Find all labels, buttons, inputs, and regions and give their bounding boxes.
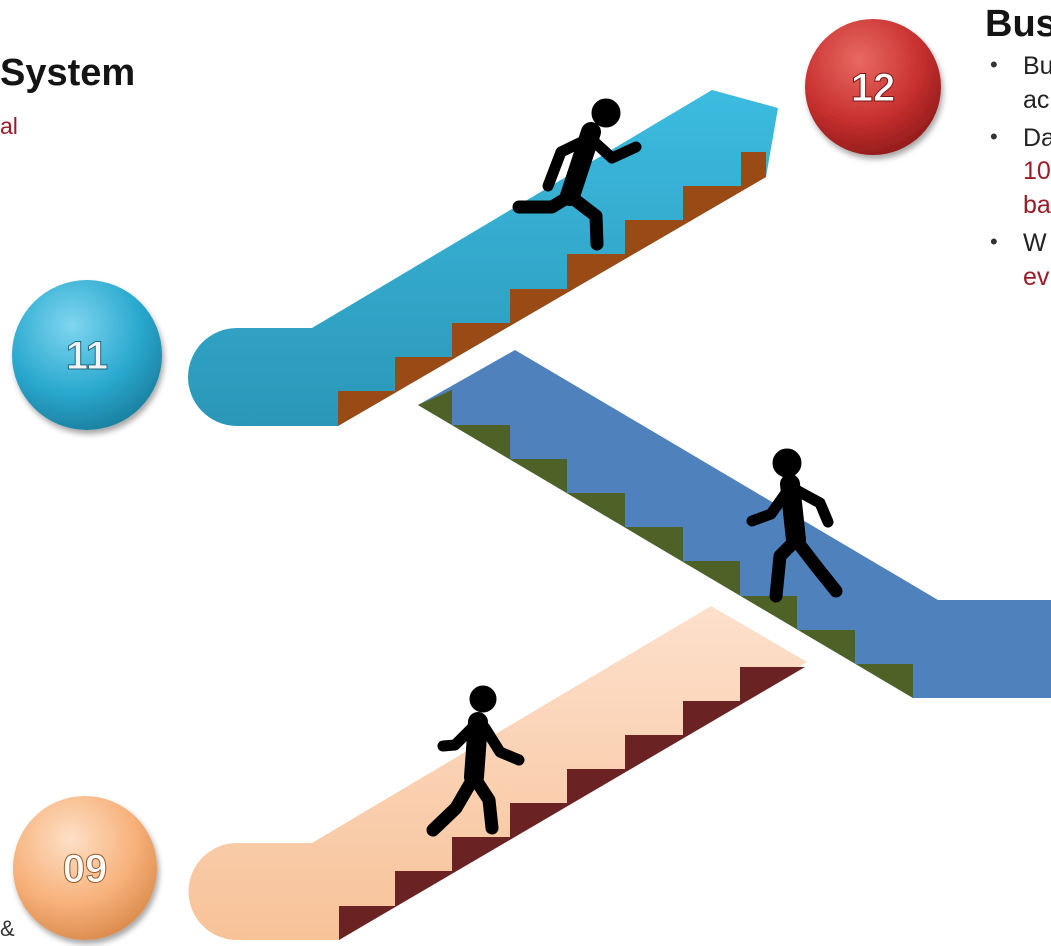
walker-figure-lower-icon xyxy=(426,685,525,837)
escalator-middle-steps xyxy=(418,390,913,698)
bullet-highlight-line: ba xyxy=(1023,191,1051,219)
runner-figure-icon xyxy=(512,98,642,251)
step-circle-09: 09 xyxy=(13,796,157,940)
bullet-item-3: • W ev xyxy=(990,227,1051,295)
bullet-line: Bu xyxy=(1023,52,1051,80)
bullet-line: ac xyxy=(1023,85,1050,114)
left-section-subtitle: al xyxy=(0,113,18,139)
bullet-highlight-line: ev xyxy=(1023,262,1050,291)
escalator-upper-band xyxy=(188,90,778,426)
escalator-middle xyxy=(418,350,1051,698)
left-section-title: System xyxy=(0,52,136,94)
bullet-item-2: • Da 10 ba xyxy=(990,122,1051,223)
escalator-upper-steps xyxy=(338,152,766,426)
bullet-highlight-line: 10 xyxy=(1023,157,1051,186)
bullet-line: Da xyxy=(1023,123,1051,152)
right-bullet-list: • Bu ac • Da 10 ba • W ev xyxy=(990,50,1051,298)
step-label-12: 12 xyxy=(851,66,896,110)
right-section-title: Bus xyxy=(985,3,1051,45)
step-circle-12: 12 xyxy=(805,19,941,155)
bullet-dot-icon: • xyxy=(990,123,998,149)
escalator-lower xyxy=(188,606,808,940)
escalator-lower-band xyxy=(188,606,808,940)
bullet-dot-icon: • xyxy=(990,228,998,254)
escalator-middle-band xyxy=(418,350,1051,698)
step-label-11: 11 xyxy=(66,334,108,378)
step-label-09: 09 xyxy=(63,847,108,891)
escalator-upper xyxy=(188,90,778,426)
left-footer-fragment: & xyxy=(0,916,15,941)
bullet-line: W xyxy=(1023,228,1047,257)
walker-figure-middle-icon xyxy=(746,448,843,603)
escalator-lower-steps xyxy=(339,667,805,940)
bullet-item-1: • Bu ac xyxy=(990,50,1051,118)
step-circle-11: 11 xyxy=(12,280,162,430)
bullet-dot-icon: • xyxy=(990,52,998,77)
